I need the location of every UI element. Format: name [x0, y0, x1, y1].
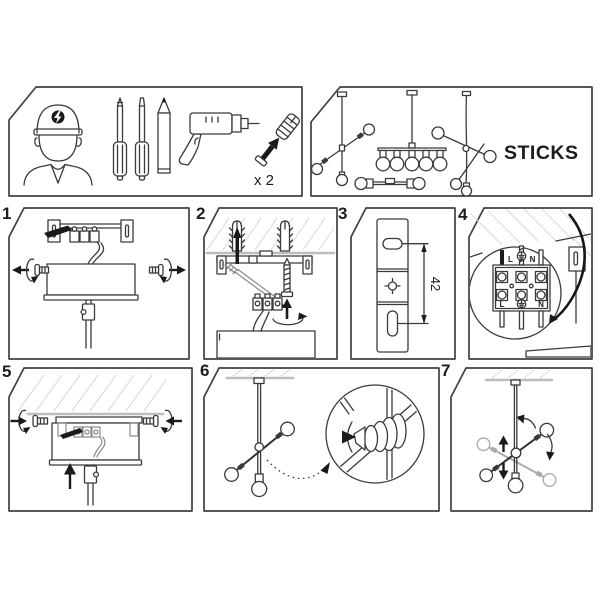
- unscrew-arrow: [12, 265, 186, 275]
- wall-plug-screw-icon: [254, 113, 300, 167]
- arm-joint: [254, 442, 265, 452]
- rotate-arrow: [516, 414, 555, 461]
- tools-panel: x 2: [8, 86, 303, 197]
- ceiling-hatch: [17, 374, 167, 412]
- bulb: [479, 468, 494, 483]
- push-up-arrow: [64, 463, 76, 489]
- screw-icon: [233, 227, 294, 298]
- neutral-label: N: [530, 255, 536, 264]
- ceiling-edge: [470, 233, 591, 258]
- ceiling-hatch: [491, 369, 551, 379]
- tighten-arrow: [342, 430, 356, 444]
- step-5-panel: [8, 367, 193, 512]
- step-6-number: 6: [200, 361, 210, 380]
- step-7-panel: [450, 367, 593, 512]
- earth-symbol-icon: [516, 299, 527, 309]
- pendant-fixture: [224, 377, 295, 498]
- mounting-bracket: [376, 218, 409, 353]
- product-name: STICKS: [504, 142, 579, 164]
- dimension-label: 42: [428, 277, 443, 291]
- step-5-number: 5: [2, 362, 12, 381]
- screwdriver-icon: [44, 225, 72, 238]
- mains-wire: [552, 213, 586, 322]
- dimension-line: [396, 243, 429, 325]
- ceiling-hatch: [232, 368, 292, 377]
- flathead-screwdriver-icon: [134, 97, 150, 181]
- step-1-number: 1: [2, 204, 12, 223]
- step-4-panel: L N L N: [468, 207, 593, 360]
- lightning-bolt-icon: [54, 111, 62, 124]
- screwdriver-icon: [60, 428, 83, 439]
- power-wire: [252, 310, 270, 332]
- step-6-panel: [203, 367, 440, 512]
- bulb: [224, 467, 239, 482]
- knurled-nut: [363, 424, 379, 453]
- center-hole: [387, 281, 398, 291]
- canopy: [216, 330, 316, 358]
- step-3-panel: 42: [350, 207, 456, 360]
- phillips-screwdriver-icon: [112, 97, 128, 181]
- mounting-bracket: [55, 416, 143, 424]
- step-2-number: 2: [196, 204, 206, 223]
- bulb: [507, 477, 524, 494]
- step-3-number: 3: [338, 204, 348, 223]
- step-1-panel: [8, 207, 190, 360]
- five-light-bar-pendant-icon: [375, 89, 448, 172]
- live-label: L: [508, 255, 513, 264]
- tighten-arrow: [10, 416, 182, 426]
- keyhole-slot: [386, 310, 399, 337]
- screw-icon: [32, 414, 159, 428]
- terminal-block: [252, 293, 283, 311]
- joint-detail: [332, 386, 418, 482]
- arm-joint: [510, 447, 522, 459]
- live-wire: [500, 250, 504, 265]
- dotted-pointer-arrow: [266, 459, 330, 480]
- step-4-number: 4: [458, 205, 468, 224]
- terminal-block: [69, 226, 100, 243]
- neutral-label: N: [538, 300, 544, 309]
- canopy: [48, 422, 143, 466]
- mounting-bracket: [216, 250, 313, 275]
- rotation-arrow: [25, 258, 173, 284]
- electrician-icon: [23, 104, 93, 186]
- three-arm-pendant-icon: [310, 91, 376, 187]
- bulb: [539, 422, 555, 438]
- pencil-icon: [157, 97, 171, 174]
- neutral-wire: [538, 249, 544, 266]
- keyhole-slot: [382, 237, 403, 250]
- earth-symbol-icon: [516, 251, 527, 261]
- two-light-bar-icon: [354, 176, 426, 191]
- adjust-down-arrow: [498, 463, 509, 480]
- canopy: [43, 263, 139, 301]
- multi-arm-pendant-icon: [431, 90, 497, 197]
- ceiling-hatch: [470, 209, 591, 257]
- step-7-number: 7: [441, 361, 451, 380]
- live-label: L: [500, 300, 505, 309]
- adjust-up-arrow: [498, 435, 509, 452]
- quantity-label: x 2: [254, 172, 274, 189]
- power-wire: [87, 241, 105, 266]
- pendant-fixture: [479, 379, 555, 494]
- wire-arrow: [549, 314, 558, 324]
- rotation-arrow: [272, 312, 308, 326]
- overview-panel: STICKS: [310, 86, 593, 197]
- pendant-stem: [80, 299, 96, 349]
- canopy: [525, 345, 591, 358]
- drill-icon: [178, 112, 260, 166]
- step-2-panel: [203, 207, 338, 360]
- canopy-interior: [57, 422, 139, 458]
- bulb: [251, 480, 268, 498]
- wall-plug-icon: [228, 220, 294, 252]
- bulb: [280, 421, 295, 437]
- pendant-stem: [83, 464, 100, 506]
- screw-icon: [34, 263, 164, 277]
